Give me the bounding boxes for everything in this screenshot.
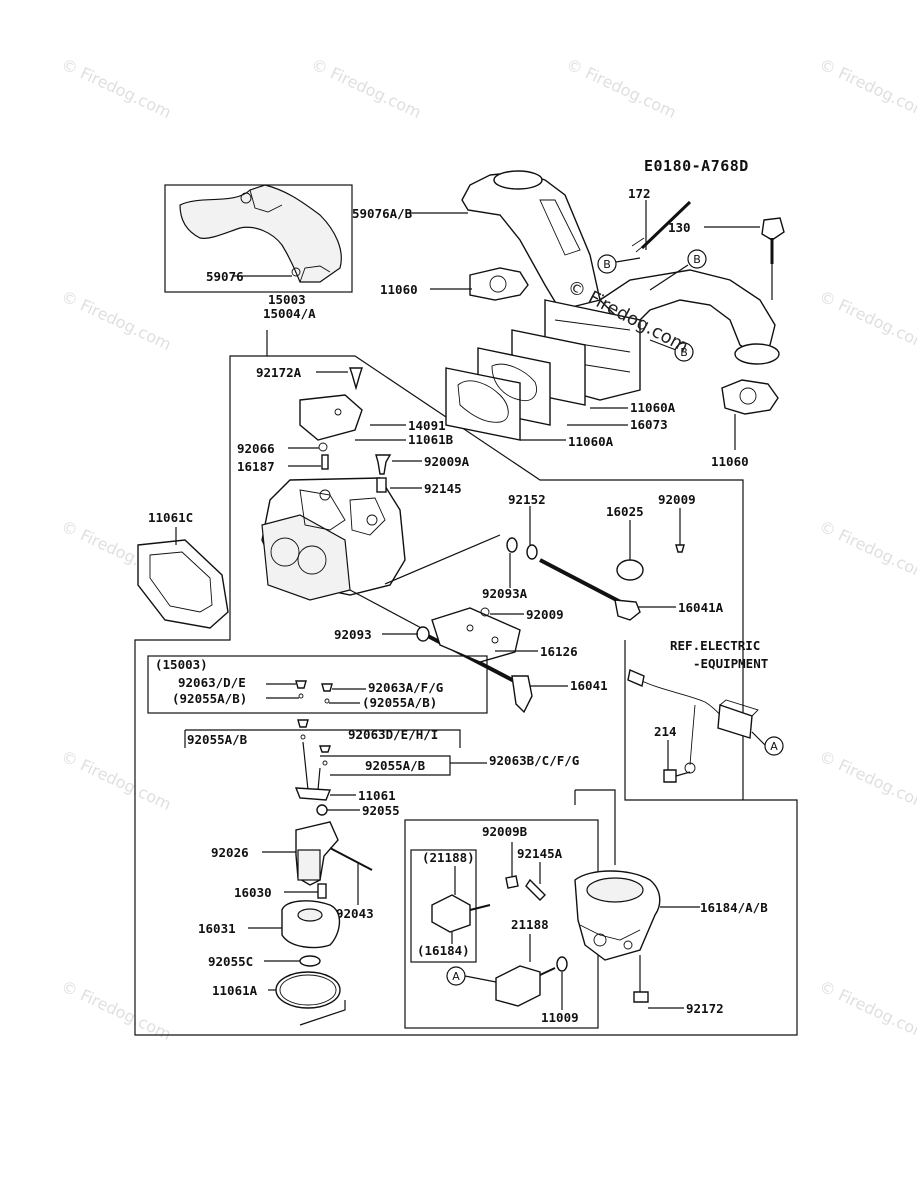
callout-11060-top: 11060 (380, 282, 418, 297)
ref-bubble-b-label: B (693, 253, 701, 266)
callout-92172a: 92172A (256, 365, 302, 380)
callout-11060-bot: 11060 (711, 454, 749, 469)
callout-92009-mid: 92009 (526, 607, 564, 622)
callout-92055c: 92055C (208, 954, 253, 969)
callout-21188: 21188 (511, 917, 549, 932)
callout-15004a: 15004/A (263, 306, 316, 321)
callout-15003: 15003 (268, 292, 306, 307)
callout-92043: 92043 (336, 906, 374, 921)
callout-92055ab-1: (92055A/B) (172, 691, 247, 706)
callout-16030: 16030 (234, 885, 272, 900)
callout-92063dehi: 92063D/E/H/I (348, 727, 438, 742)
carburetor-body: 92172A 14091 11061B 92066 92009A 16187 9… (137, 365, 501, 631)
callout-16073: 16073 (630, 417, 668, 432)
callout-92055ab-2: (92055A/B) (362, 695, 437, 710)
callout-21188-box: (21188) (422, 850, 475, 865)
callout-59076: 59076 (206, 269, 244, 284)
callout-92093a: 92093A (482, 586, 528, 601)
ref-bubble-b (687, 249, 707, 269)
callout-11009: 11009 (541, 1010, 579, 1025)
ref-bubble-a (764, 736, 784, 756)
ref-bubble-a-label: A (452, 970, 460, 983)
callout-16126: 16126 (540, 644, 578, 659)
callout-92145a: 92145A (517, 846, 563, 861)
watermark: © Firedog.com (563, 54, 679, 122)
throttle-body-box: (21188) (16184) 92009B 92145A 21188 1100… (404, 789, 768, 1029)
callout-16187: 16187 (237, 459, 275, 474)
watermark: © Firedog.com (58, 976, 174, 1044)
callout-214: 214 (654, 724, 677, 739)
diagram-code: E0180-A768D (644, 157, 749, 175)
callout-16025: 16025 (606, 504, 644, 519)
callout-172: 172 (628, 186, 651, 201)
callout-16031: 16031 (198, 921, 236, 936)
callout-92152: 92152 (508, 492, 546, 507)
callout-16041: 16041 (570, 678, 608, 693)
throttle-assembly: 92152 92009 16025 92093A 16041A 92009 92… (334, 492, 724, 714)
callout-16184ab: 16184/A/B (700, 900, 768, 915)
callout-92055: 92055 (362, 803, 400, 818)
watermark: © Firedog.com (58, 746, 174, 814)
callout-92145: 92145 (424, 481, 462, 496)
callout-92063de: 92063/D/E (178, 675, 246, 690)
callout-92063bcfg: 92063B/C/F/G (489, 753, 579, 768)
ref-bubble-b (674, 342, 694, 362)
callout-11061: 11061 (358, 788, 396, 803)
callout-11061a: 11061A (212, 983, 258, 998)
callout-ref-electric: REF.ELECTRIC (670, 638, 760, 653)
watermark: © Firedog.com (816, 516, 917, 584)
callout-92009-top: 92009 (658, 492, 696, 507)
callout-equipment: -EQUIPMENT (693, 656, 768, 671)
callout-92066: 92066 (237, 441, 275, 456)
ref-bubble-a-label: A (770, 740, 778, 753)
callout-92063afg: 92063A/F/G (368, 680, 443, 695)
watermark: © Firedog.com (816, 746, 917, 814)
callout-15003-box: (15003) (155, 657, 208, 672)
callout-11060a-1: 11060A (630, 400, 676, 415)
callout-92026: 92026 (211, 845, 249, 860)
float-bowl-assembly: 92055A/B 92063D/E/H/I 92055A/B 92063B/C/… (184, 719, 579, 1026)
callout-59076ab: 59076A/B (352, 206, 413, 221)
callout-92009a: 92009A (424, 454, 470, 469)
watermark: © Firedog.com (816, 54, 917, 122)
callout-130: 130 (668, 220, 691, 235)
inset-59076: 59076 15003 15004/A (164, 184, 353, 321)
box-15003: (15003) 92063/D/E (92055A/B) 92063A/F/G … (147, 655, 488, 714)
callout-92055ab-3: 92055A/B (187, 732, 248, 747)
watermark: © Firedog.com (58, 54, 174, 122)
watermark: © Firedog.com (308, 54, 424, 122)
ref-bubble-b (597, 254, 617, 274)
ref-bubble-b-label: B (603, 258, 611, 271)
callout-16184-box: (16184) (417, 943, 470, 958)
callout-92172: 92172 (686, 1001, 724, 1016)
ref-bubble-b-label: B (680, 346, 688, 359)
callout-16041a: 16041A (678, 600, 724, 615)
watermark: © Firedog.com (816, 976, 917, 1044)
callout-92009b: 92009B (482, 824, 528, 839)
callout-92093: 92093 (334, 627, 372, 642)
watermark: © Firedog.com (58, 286, 174, 354)
callout-14091: 14091 (408, 418, 446, 433)
section-outline (134, 330, 798, 1036)
electric-equipment-ref: REF.ELECTRIC -EQUIPMENT 214 A (627, 638, 784, 783)
watermark: © Firedog.com (816, 286, 917, 354)
callout-92055ab-4: 92055A/B (365, 758, 426, 773)
intake-manifold: 59076A/B 172 130 11060 11060A 16073 1106… (352, 170, 785, 469)
callout-11061b: 11061B (408, 432, 454, 447)
callout-11061c: 11061C (148, 510, 193, 525)
callout-11060a-2: 11060A (568, 434, 614, 449)
